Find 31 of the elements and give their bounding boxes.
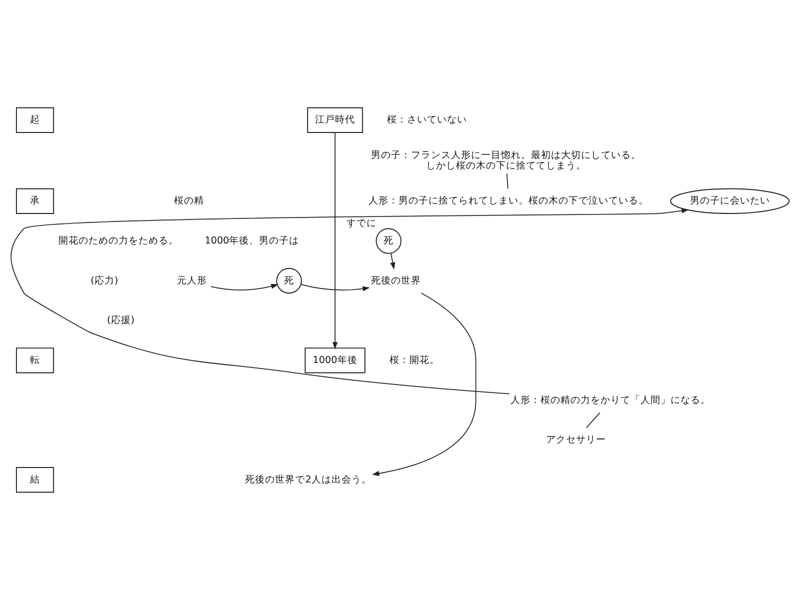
arrow [332, 132, 338, 350]
node-label: すでに [346, 218, 376, 229]
node-text: 元人形 [177, 275, 208, 286]
label: 桜：開花。 [390, 354, 440, 366]
node-text: 人形：男の子に捨てられてしまい。桜の木の下で泣いている。 [368, 196, 649, 207]
node-circle: 死 [276, 268, 302, 294]
node-text: 人形：桜の精の力をかりて「人間」になる。 [510, 394, 710, 406]
node-text: 死後の世界 [371, 275, 422, 286]
connector [586, 412, 600, 428]
node-box: 江戸時代 [307, 107, 363, 133]
node-text: 死後の世界で2人は出会う。 [245, 474, 372, 486]
label: 1000年後、男の子は [204, 235, 300, 246]
node-text: アクセサリー [546, 434, 606, 446]
node-box: 1000年後 [304, 348, 366, 374]
label: 桜：さいていない [387, 114, 468, 126]
label: (応援) [107, 315, 135, 326]
arrow [300, 284, 370, 292]
arrow [372, 292, 476, 476]
connector [506, 173, 508, 189]
label: (応力) [90, 275, 118, 286]
arrow [10, 208, 689, 394]
node-box: 起 [16, 107, 54, 133]
node-box: 承 [16, 188, 54, 214]
label: 開花のための力をためる。 [58, 235, 179, 246]
arrow [210, 284, 278, 290]
arrow [390, 252, 396, 270]
node-circle: 死 [376, 228, 402, 254]
node-box: 転 [16, 348, 54, 374]
node-text: 男の子：フランス人形に一目惚れ。最初は大切にしている。しかし桜の木の下に捨ててしまう。 [371, 150, 642, 172]
node-box: 結 [16, 467, 54, 493]
label: 桜の精 [174, 196, 204, 207]
